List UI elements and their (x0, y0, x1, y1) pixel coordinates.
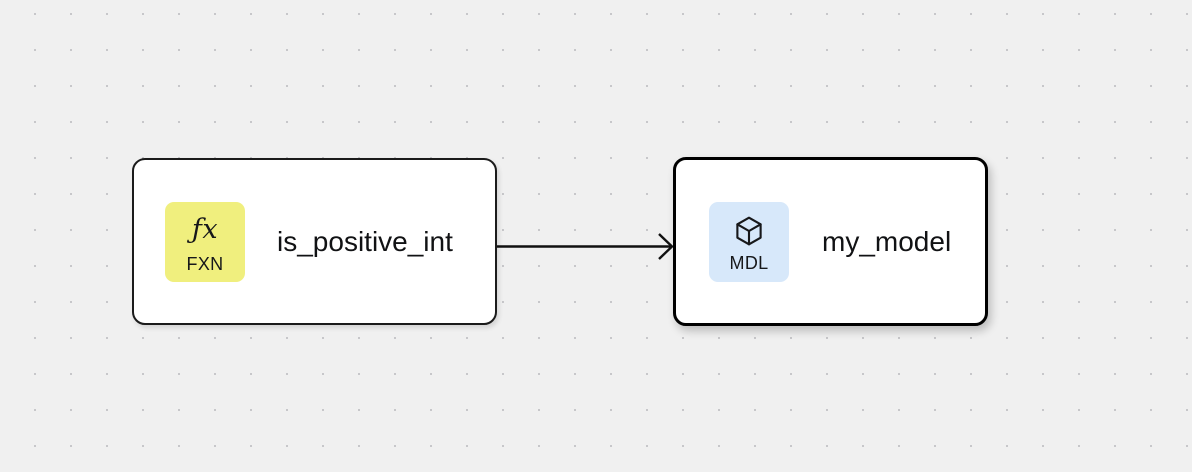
node-type-badge-fxn: ƒx FXN (165, 201, 245, 282)
edge-is_positive_int-to-my_model[interactable] (497, 233, 674, 260)
edge-arrowhead-icon (658, 233, 674, 260)
function-fx-icon: ƒx (191, 214, 219, 245)
node-type-badge-caption: MDL (729, 252, 769, 273)
cube-icon (732, 212, 766, 250)
node-my_model[interactable]: MDL my_model (673, 157, 988, 326)
node-is_positive_int[interactable]: ƒx FXN is_positive_int (132, 158, 497, 325)
node-title: my_model (822, 225, 952, 257)
node-type-badge-caption: FXN (186, 253, 224, 274)
node-type-badge-mdl: MDL (709, 201, 789, 282)
node-title: is_positive_int (277, 225, 453, 257)
